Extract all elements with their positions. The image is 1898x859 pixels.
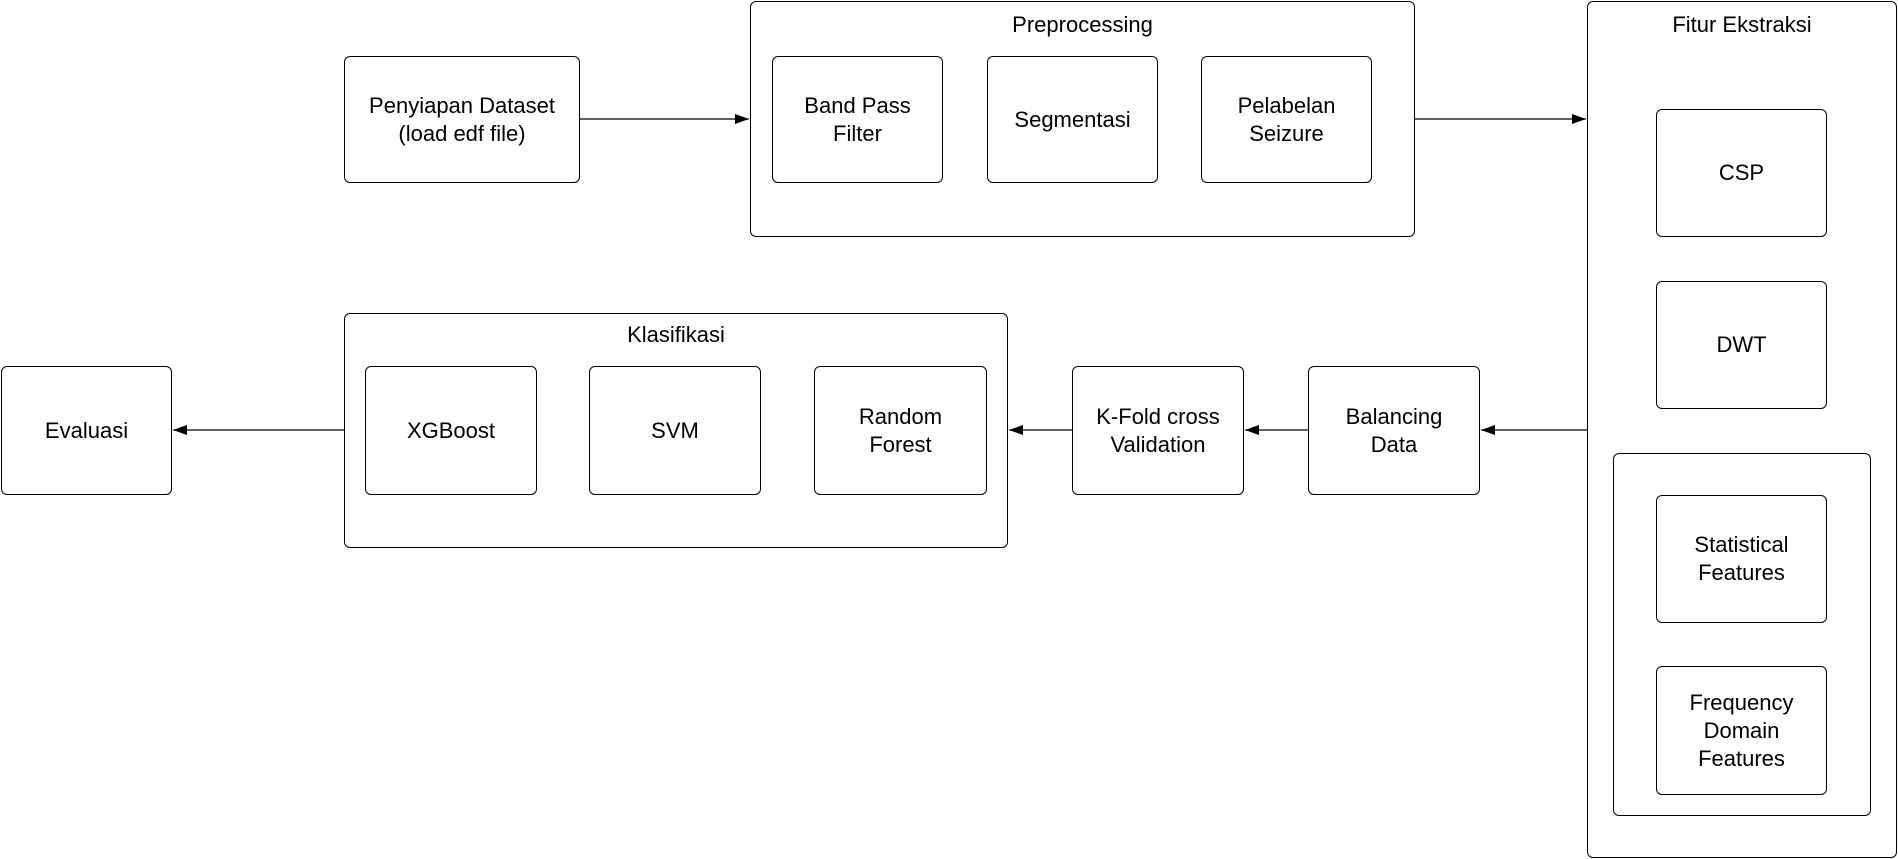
- node-statistical-features: Statistical Features: [1656, 495, 1827, 623]
- node-csp: CSP: [1656, 109, 1827, 237]
- node-svm: SVM: [589, 366, 761, 495]
- node-xgboost: XGBoost: [365, 366, 537, 495]
- node-balancing-data: Balancing Data: [1308, 366, 1480, 495]
- node-band-pass-filter: Band Pass Filter: [772, 56, 943, 183]
- node-random-forest: Random Forest: [814, 366, 987, 495]
- node-pelabelan-seizure: Pelabelan Seizure: [1201, 56, 1372, 183]
- group-fitur-ekstraksi-title: Fitur Ekstraksi: [1672, 12, 1812, 37]
- node-dwt: DWT: [1656, 281, 1827, 409]
- node-kfold-validation: K-Fold cross Validation: [1072, 366, 1244, 495]
- node-penyiapan-dataset: Penyiapan Dataset (load edf file): [344, 56, 580, 183]
- group-preprocessing-title: Preprocessing: [1012, 12, 1153, 37]
- node-frequency-domain-features: Frequency Domain Features: [1656, 666, 1827, 795]
- group-klasifikasi-title: Klasifikasi: [627, 322, 725, 347]
- node-evaluasi: Evaluasi: [1, 366, 172, 495]
- node-segmentasi: Segmentasi: [987, 56, 1158, 183]
